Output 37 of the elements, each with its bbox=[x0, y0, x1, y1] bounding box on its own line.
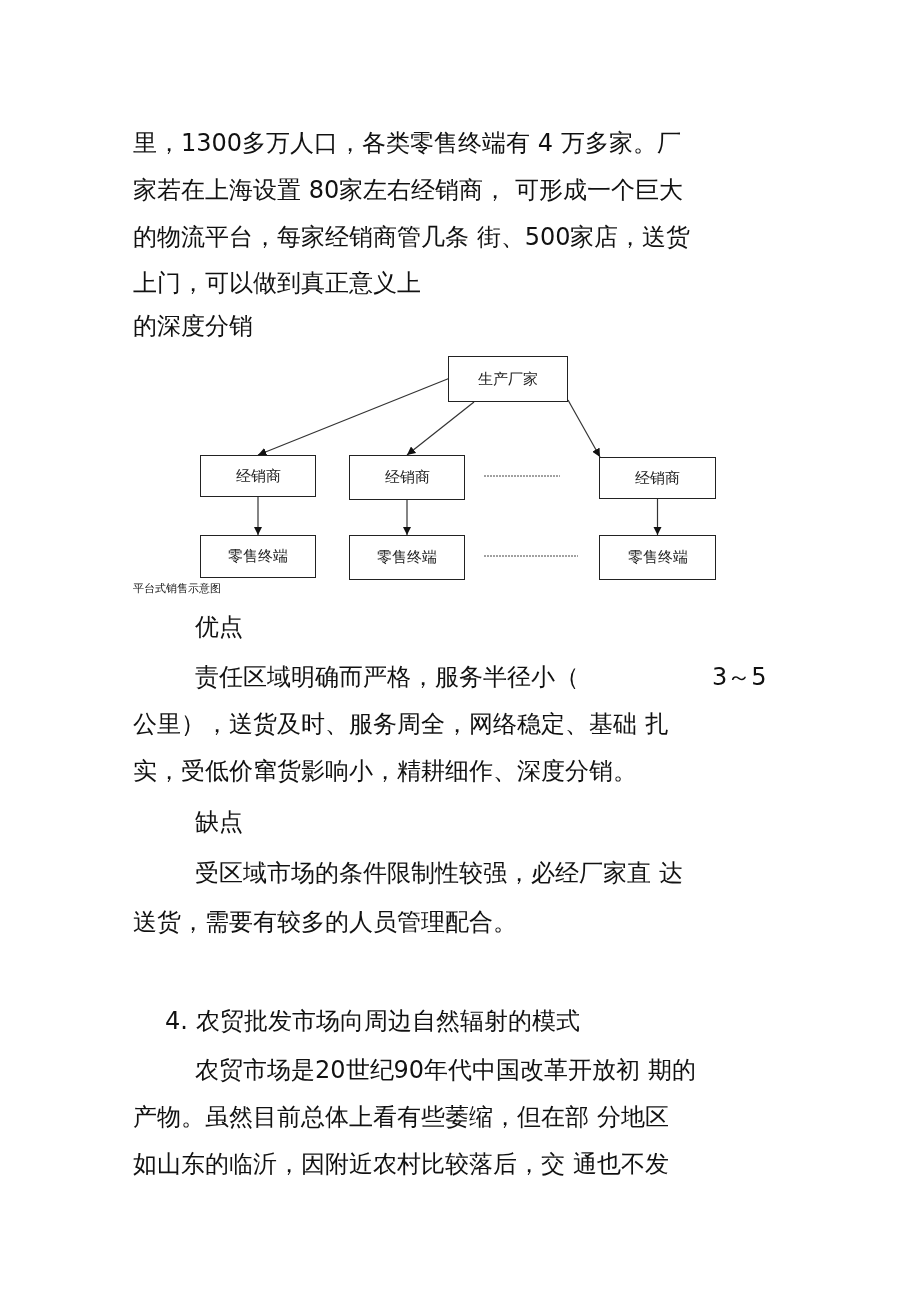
process-box bbox=[599, 535, 716, 580]
text-line: 上门，可以做到真正意义上 bbox=[133, 268, 421, 298]
text-line: 缺点 bbox=[195, 807, 243, 837]
text-line: 农贸市场是20世纪90年代中国改革开放初 期的 bbox=[195, 1055, 696, 1085]
process-box bbox=[200, 535, 316, 578]
node-label: 经销商 bbox=[635, 468, 680, 488]
text-line: 受区域市场的条件限制性较强，必经厂家直 达 bbox=[195, 858, 683, 888]
text-line: 的物流平台，每家经销商管几条 街、500家店，送货 bbox=[133, 222, 691, 252]
text-line: 3～5 bbox=[712, 662, 767, 692]
text-line: 家若在上海设置 80家左右经销商， 可形成一个巨大 bbox=[133, 175, 683, 205]
text-line: 公里），送货及时、服务周全，网络稳定、基础 扎 bbox=[133, 709, 669, 739]
text-line: 4. 农贸批发市场向周边自然辐射的模式 bbox=[165, 1006, 580, 1036]
text-line: 产物。虽然目前总体上看有些萎缩，但在部 分地区 bbox=[133, 1102, 669, 1132]
arrow bbox=[402, 499, 412, 536]
arrow bbox=[253, 496, 263, 536]
process-box bbox=[448, 356, 568, 402]
node-label: 生产厂家 bbox=[478, 369, 538, 389]
process-box bbox=[349, 455, 465, 500]
arrow bbox=[567, 399, 601, 458]
text-line: 的深度分销 bbox=[133, 311, 253, 341]
process-box bbox=[599, 457, 716, 499]
text-line: 里，1300多万人口，各类零售终端有 4 万多家。厂 bbox=[133, 128, 681, 158]
arrow bbox=[406, 401, 475, 456]
text-line: 实，受低价窜货影响小，精耕细作、深度分销。 bbox=[133, 756, 637, 786]
process-box bbox=[349, 535, 465, 580]
node-label: 零售终端 bbox=[627, 548, 688, 567]
text-line: 送货，需要有较多的人员管理配合。 bbox=[133, 907, 517, 937]
figure-caption: 平台式销售示意图 bbox=[133, 581, 221, 596]
text-line: 责任区域明确而严格，服务半径小（ bbox=[195, 662, 579, 692]
node-label: 零售终端 bbox=[377, 548, 437, 567]
process-box bbox=[200, 455, 316, 497]
text-line: 优点 bbox=[195, 612, 243, 642]
arrow bbox=[653, 498, 662, 536]
node-label: 经销商 bbox=[235, 466, 281, 486]
node-label: 零售终端 bbox=[228, 547, 288, 566]
node-label: 经销商 bbox=[384, 468, 430, 487]
text-line: 如山东的临沂，因附近农村比较落后，交 通也不发 bbox=[133, 1149, 669, 1179]
